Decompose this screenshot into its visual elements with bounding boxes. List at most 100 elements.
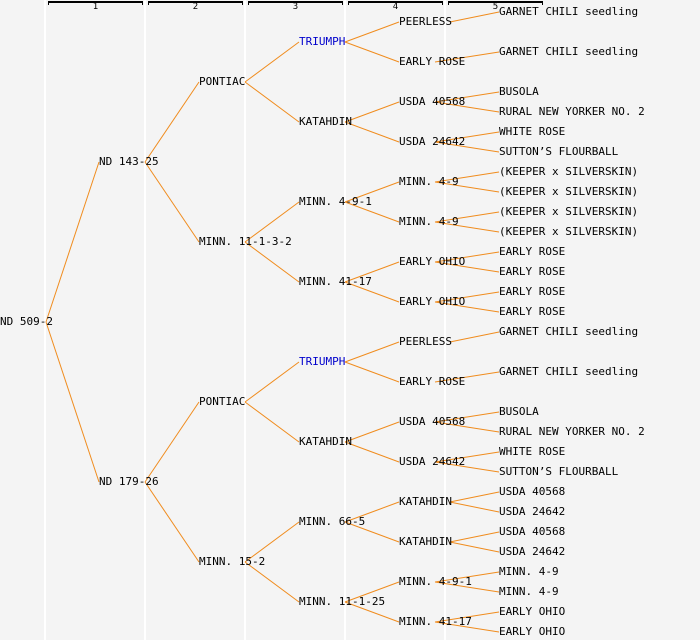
pedigree-node[interactable]: (KEEPER x SILVERSKIN) (499, 185, 639, 198)
pedigree-edge (434, 581, 500, 593)
pedigree-node[interactable]: WHITE ROSE (499, 125, 566, 138)
pedigree-node-link[interactable]: TRIUMPH (299, 35, 346, 48)
pedigree-node[interactable]: EARLY OHIO (399, 255, 466, 268)
pedigree-node[interactable]: GARNET CHILI seedling (499, 325, 639, 338)
pedigree-node[interactable]: USDA 40568 (499, 525, 566, 538)
pedigree-node[interactable]: EARLY ROSE (399, 375, 466, 388)
pedigree-node[interactable]: ND 509-2 (0, 315, 53, 328)
generation-1-bracket (48, 1, 143, 5)
pedigree-node[interactable]: EARLY ROSE (399, 55, 466, 68)
pedigree-edge (344, 261, 400, 283)
pedigree-edge (434, 51, 500, 63)
pedigree-node[interactable]: MINN. 41-17 (299, 275, 372, 288)
generation-2-label: 2 (192, 2, 199, 12)
pedigree-node[interactable]: MINN. 4-9 (399, 175, 459, 188)
pedigree-node[interactable]: MINN. 4-9-1 (399, 575, 472, 588)
generation-5-label: 5 (492, 2, 499, 12)
pedigree-edge (144, 81, 200, 163)
pedigree-node[interactable]: WHITE ROSE (499, 445, 566, 458)
pedigree-edge (434, 171, 500, 183)
pedigree-node[interactable]: MINN. 66-5 (299, 515, 366, 528)
pedigree-node[interactable]: EARLY OHIO (499, 605, 566, 618)
pedigree-node[interactable]: RURAL NEW YORKER NO. 2 (499, 105, 645, 118)
pedigree-node[interactable]: MINN. 41-17 (399, 615, 472, 628)
pedigree-node[interactable]: MINN. 4-9 (499, 565, 559, 578)
pedigree-node[interactable]: KATAHDIN (399, 535, 452, 548)
pedigree-edge (344, 101, 400, 123)
pedigree-node[interactable]: BUSOLA (499, 405, 539, 418)
pedigree-node[interactable]: MINN. 11-1-3-2 (199, 235, 292, 248)
pedigree-edge (144, 401, 200, 483)
pedigree-edge (344, 361, 400, 383)
pedigree-node[interactable]: USDA 40568 (499, 485, 566, 498)
generation-2-bracket (148, 1, 243, 5)
pedigree-node[interactable]: GARNET CHILI seedling (499, 45, 639, 58)
pedigree-node[interactable]: USDA 24642 (399, 135, 466, 148)
pedigree-node[interactable]: RURAL NEW YORKER NO. 2 (499, 425, 645, 438)
pedigree-node[interactable]: SUTTON’S FLOURBALL (499, 145, 619, 158)
pedigree-node-link[interactable]: TRIUMPH (299, 355, 346, 368)
pedigree-edge (434, 611, 500, 623)
pedigree-node[interactable]: USDA 24642 (399, 455, 466, 468)
pedigree-node[interactable]: EARLY OHIO (499, 625, 566, 638)
pedigree-edge (434, 141, 500, 153)
pedigree-edge (344, 441, 400, 463)
pedigree-node[interactable]: MINN. 11-1-25 (299, 595, 386, 608)
pedigree-edge (434, 461, 500, 473)
pedigree-node[interactable]: (KEEPER x SILVERSKIN) (499, 225, 639, 238)
pedigree-edge (449, 541, 500, 553)
pedigree-node[interactable]: EARLY OHIO (399, 295, 466, 308)
pedigree-edge (434, 621, 500, 633)
pedigree-edge (344, 201, 400, 223)
pedigree-edge (244, 521, 300, 563)
pedigree-edge (344, 501, 400, 523)
pedigree-edge (344, 601, 400, 623)
pedigree-edge (344, 581, 400, 603)
pedigree-node[interactable]: EARLY ROSE (499, 305, 566, 318)
pedigree-node[interactable]: EARLY ROSE (499, 285, 566, 298)
pedigree-edge (434, 301, 500, 313)
pedigree-node[interactable]: USDA 24642 (499, 505, 566, 518)
pedigree-node[interactable]: KATAHDIN (299, 115, 352, 128)
pedigree-node[interactable]: EARLY ROSE (499, 265, 566, 278)
pedigree-node[interactable]: PEERLESS (399, 15, 452, 28)
pedigree-node[interactable]: PEERLESS (399, 335, 452, 348)
pedigree-node[interactable]: MINN. 4-9-1 (299, 195, 372, 208)
column-divider (44, 0, 46, 640)
pedigree-node[interactable]: MINN. 4-9 (399, 215, 459, 228)
generation-3-bracket (248, 1, 343, 5)
pedigree-edge (244, 241, 300, 283)
generation-5-bracket (448, 1, 543, 5)
pedigree-edge (434, 261, 500, 273)
pedigree-node[interactable]: USDA 40568 (399, 95, 466, 108)
pedigree-node[interactable]: ND 179-26 (99, 475, 159, 488)
pedigree-node[interactable]: PONTIAC (199, 395, 246, 408)
pedigree-edge (434, 251, 500, 263)
pedigree-node[interactable]: SUTTON’S FLOURBALL (499, 465, 619, 478)
pedigree-node[interactable]: USDA 40568 (399, 415, 466, 428)
pedigree-edge (244, 401, 300, 443)
pedigree-node[interactable]: (KEEPER x SILVERSKIN) (499, 205, 639, 218)
pedigree-edge (434, 571, 500, 583)
pedigree-node[interactable]: PONTIAC (199, 75, 246, 88)
pedigree-edge (244, 201, 300, 243)
pedigree-edge (449, 531, 500, 543)
pedigree-edge (244, 81, 300, 123)
pedigree-node[interactable]: MINN. 4-9 (499, 585, 559, 598)
generation-4-label: 4 (392, 2, 399, 12)
pedigree-node[interactable]: KATAHDIN (399, 495, 452, 508)
pedigree-node[interactable]: ND 143-25 (99, 155, 159, 168)
pedigree-node[interactable]: (KEEPER x SILVERSKIN) (499, 165, 639, 178)
pedigree-edge (449, 11, 500, 23)
pedigree-edge (45, 161, 100, 323)
pedigree-node[interactable]: KATAHDIN (299, 435, 352, 448)
pedigree-node[interactable]: USDA 24642 (499, 545, 566, 558)
pedigree-node[interactable]: MINN. 15-2 (199, 555, 266, 568)
pedigree-edge (144, 161, 200, 243)
pedigree-node[interactable]: GARNET CHILI seedling (499, 365, 639, 378)
pedigree-node[interactable]: EARLY ROSE (499, 245, 566, 258)
pedigree-node[interactable]: BUSOLA (499, 85, 539, 98)
generation-4-bracket (348, 1, 443, 5)
pedigree-node[interactable]: GARNET CHILI seedling (499, 5, 639, 18)
